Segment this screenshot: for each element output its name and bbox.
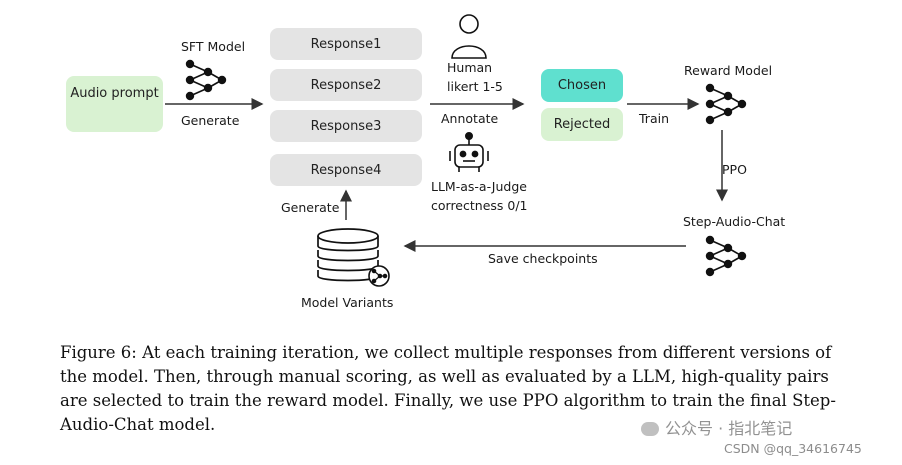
annotate-label: Annotate — [441, 111, 499, 126]
response-box-4: Response4 — [270, 154, 422, 186]
csdn-watermark: CSDN @qq_34616745 — [724, 441, 862, 456]
generate-label-top: Generate — [181, 113, 240, 128]
chosen-box: Chosen — [541, 69, 623, 102]
llm-judge-label: LLM-as-a-Judge — [431, 179, 527, 194]
audio-prompt-box: Audio prompt — [66, 76, 163, 132]
response-box-3: Response3 — [270, 110, 422, 142]
model-variants-network-badge-icon — [368, 265, 390, 287]
wechat-icon — [641, 422, 659, 436]
robot-icon — [449, 132, 489, 172]
model-variants-label: Model Variants — [301, 295, 394, 310]
rejected-box: Rejected — [541, 108, 623, 141]
sft-model-label: SFT Model — [181, 39, 246, 54]
step-audio-chat-network-icon — [705, 235, 747, 277]
response-box-2: Response2 — [270, 69, 422, 101]
chosen-label: Chosen — [557, 78, 607, 93]
response-label-1: Response1 — [310, 36, 382, 52]
likert-label: likert 1-5 — [447, 79, 503, 94]
save-checkpoints-label: Save checkpoints — [488, 251, 598, 266]
wechat-watermark-text: 公众号 · 指北笔记 — [665, 419, 793, 438]
generate-label-bottom: Generate — [281, 200, 340, 215]
human-label: Human — [447, 60, 493, 75]
ppo-label: PPO — [722, 162, 747, 177]
response-box-1: Response1 — [270, 28, 422, 60]
audio-prompt-label: Audio prompt — [70, 86, 159, 101]
database-icon — [317, 228, 379, 282]
response-label-3: Response3 — [310, 118, 382, 134]
sft-model-network-icon — [185, 59, 227, 101]
rejected-label: Rejected — [553, 117, 611, 132]
diagram-connectors — [99, 14, 747, 287]
human-icon — [451, 14, 487, 59]
train-label: Train — [639, 111, 669, 126]
figure-caption: Figure 6: At each training iteration, we… — [60, 343, 836, 434]
reward-model-network-icon — [705, 83, 747, 125]
response-label-2: Response2 — [310, 77, 382, 93]
correctness-label: correctness 0/1 — [431, 198, 528, 213]
wechat-watermark: 公众号 · 指北笔记 — [641, 415, 792, 439]
reward-model-label: Reward Model — [684, 63, 773, 78]
step-audio-chat-label: Step-Audio-Chat — [683, 214, 786, 229]
response-label-4: Response4 — [310, 162, 382, 178]
